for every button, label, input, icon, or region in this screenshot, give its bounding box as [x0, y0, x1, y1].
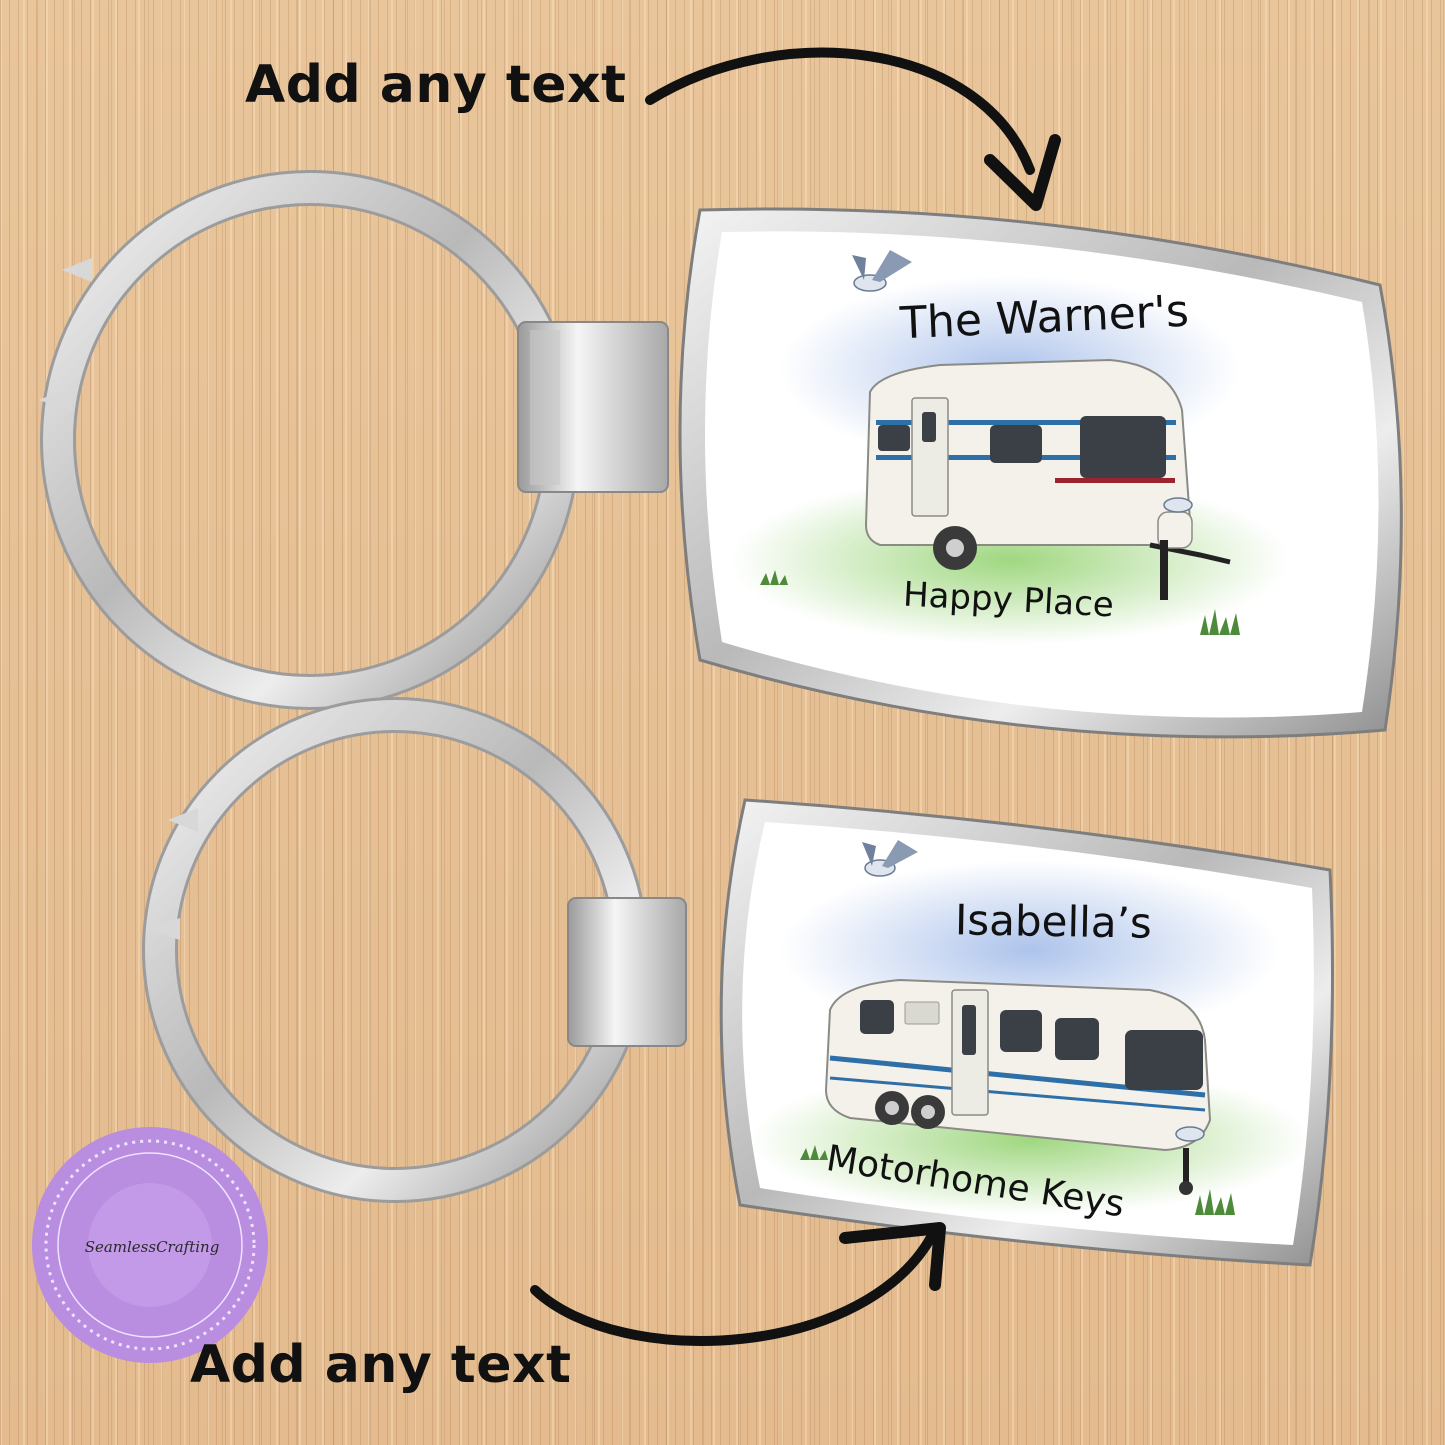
grass-tuft-icon [760, 570, 1240, 635]
caravan-icon [864, 358, 1231, 600]
clip-bottom [567, 897, 687, 1047]
arrow-bottom [530, 1222, 946, 1346]
split-ring-bottom [145, 700, 645, 1200]
split-ring-top [43, 173, 577, 707]
caption-top: Add any text [245, 55, 627, 115]
tag-bottom-name-text: Isabella’s [954, 895, 1153, 948]
motorhome-icon [824, 978, 1212, 1195]
keyring-top [38, 170, 1403, 739]
seagull-icon [852, 250, 912, 292]
grass-tuft-icon [800, 1145, 1235, 1215]
seagull-icon [862, 840, 918, 877]
brand-logo [32, 1127, 268, 1363]
arrow-top [645, 47, 1061, 211]
keyring-bottom [142, 697, 1334, 1267]
caption-bottom: Add any text [190, 1335, 572, 1395]
logo-brand-text: SeamlessCrafting [84, 1238, 220, 1256]
